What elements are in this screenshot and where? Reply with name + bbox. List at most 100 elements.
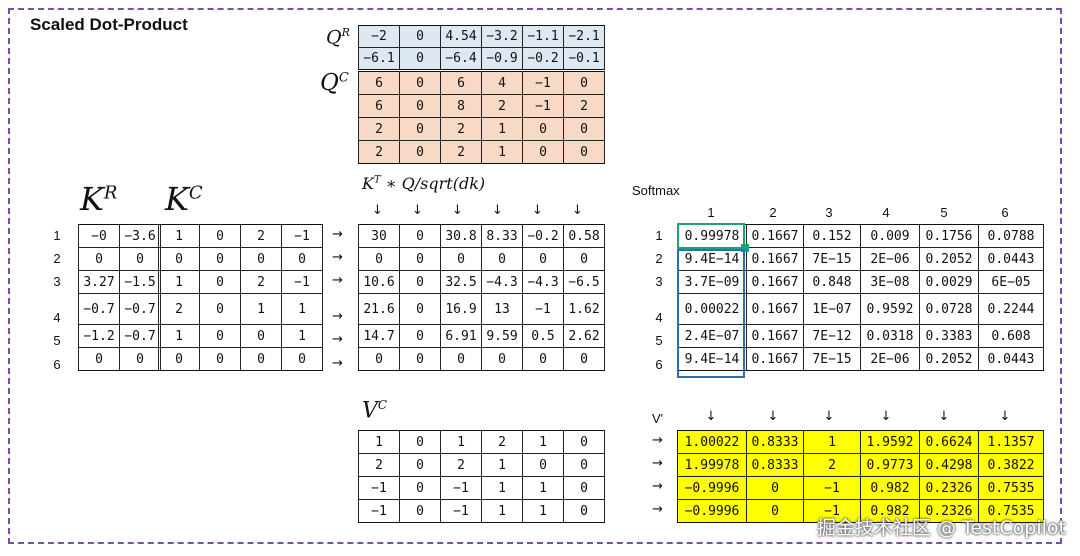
vc-cell: 0 xyxy=(563,476,605,500)
score-cell: 0 xyxy=(399,347,441,371)
down-arrow: ↓ xyxy=(823,409,835,424)
score-cell: 0 xyxy=(522,247,564,271)
kc-cell: −1 xyxy=(281,270,323,294)
softmax-cell: 0.1756 xyxy=(919,224,979,248)
softmax-cell: 0.00022 xyxy=(677,293,747,325)
vc-cell: −1 xyxy=(358,476,400,500)
score-cell: 0 xyxy=(440,347,482,371)
kc-cell: 0 xyxy=(199,324,241,348)
score-cell: 32.5 xyxy=(440,270,482,294)
scores-label: KT ∗ Q/sqrt(dk) xyxy=(362,174,486,193)
vprime-cell: 1.00022 xyxy=(677,430,747,454)
qc-cell: 0 xyxy=(522,140,564,164)
k-row-number: 6 xyxy=(53,357,61,372)
down-arrow: ↓ xyxy=(532,203,543,218)
vc-cell: 0 xyxy=(399,453,441,477)
qr-cell: 4.54 xyxy=(440,25,482,48)
qc-cell: 0 xyxy=(522,117,564,141)
down-arrow: ↓ xyxy=(999,409,1011,424)
softmax-cell: 0.1667 xyxy=(746,224,804,248)
dashed-frame xyxy=(8,8,1062,544)
down-arrow: ↓ xyxy=(705,409,717,424)
kc-cell: 1 xyxy=(240,293,282,325)
vprime-cell: 1.9592 xyxy=(860,430,920,454)
qc-cell: 2 xyxy=(440,140,482,164)
vprime-cell: 0 xyxy=(746,476,804,500)
score-cell: 8.33 xyxy=(481,224,523,248)
qr-cell: −6.4 xyxy=(440,47,482,70)
score-cell: 14.7 xyxy=(358,324,400,348)
softmax-cell: 0.0318 xyxy=(860,324,920,348)
vprime-cell: 0.8333 xyxy=(746,453,804,477)
qc-cell: 0 xyxy=(563,71,605,95)
vprime-cell: 0.982 xyxy=(860,499,920,523)
diagram-title: Scaled Dot-Product xyxy=(30,15,188,34)
qc-cell: 0 xyxy=(399,94,441,118)
softmax-highlight-cell xyxy=(677,223,745,249)
softmax-row-number: 5 xyxy=(655,333,663,348)
kr-cell: 0 xyxy=(119,347,161,371)
score-cell: −0.2 xyxy=(522,224,564,248)
right-arrow: → xyxy=(652,502,663,517)
softmax-row-number: 6 xyxy=(655,357,663,372)
softmax-cell: 0.608 xyxy=(978,324,1044,348)
softmax-cell: 0.0728 xyxy=(919,293,979,325)
qc-cell: 0 xyxy=(563,140,605,164)
score-cell: 10.6 xyxy=(358,270,400,294)
softmax-cell: 0.0788 xyxy=(978,224,1044,248)
qc-cell: 8 xyxy=(440,94,482,118)
score-cell: 30 xyxy=(358,224,400,248)
softmax-cell: 3E−08 xyxy=(860,270,920,294)
qr-cell: −0.9 xyxy=(481,47,523,70)
qc-cell: 2 xyxy=(563,94,605,118)
qr-cell: −0.1 xyxy=(563,47,605,70)
softmax-row-number: 3 xyxy=(655,274,663,289)
right-arrow: → xyxy=(332,227,343,242)
vprime-cell: 0.7535 xyxy=(978,499,1044,523)
watermark: 掘金技术社区 @ TestCopilot xyxy=(816,517,1066,539)
score-cell: 0 xyxy=(399,247,441,271)
vprime-cell: 0.982 xyxy=(860,476,920,500)
softmax-cell: 0.009 xyxy=(860,224,920,248)
qc-cell: 6 xyxy=(440,71,482,95)
vprime-cell: −1 xyxy=(803,499,861,523)
qc-cell: 6 xyxy=(358,94,400,118)
score-cell: 0 xyxy=(522,347,564,371)
down-arrow: ↓ xyxy=(412,203,423,218)
softmax-row-number: 2 xyxy=(655,251,663,266)
softmax-cell: 0.1667 xyxy=(746,293,804,325)
softmax-cell: 1E−07 xyxy=(803,293,861,325)
kc-cell: 2 xyxy=(240,224,282,248)
score-cell: 21.6 xyxy=(358,293,400,325)
qr-cell: −3.2 xyxy=(481,25,523,48)
kc-cell: 0 xyxy=(199,347,241,371)
qr-cell: −6.1 xyxy=(358,47,400,70)
vprime-cell: 0.2326 xyxy=(919,476,979,500)
softmax-cell: 2E−06 xyxy=(860,347,920,371)
vc-cell: −1 xyxy=(358,499,400,523)
vprime-cell: 0.6624 xyxy=(919,430,979,454)
qc-cell: 0 xyxy=(399,140,441,164)
down-arrow: ↓ xyxy=(452,203,463,218)
kr-cell: −0.7 xyxy=(78,293,120,325)
qc-cell: 6 xyxy=(358,71,400,95)
vc-label: VC xyxy=(362,398,388,424)
kc-cell: 0 xyxy=(158,347,200,371)
score-cell: 0 xyxy=(563,247,605,271)
softmax-cell: 0.152 xyxy=(803,224,861,248)
vprime-cell: 0.8333 xyxy=(746,430,804,454)
softmax-column-number: 3 xyxy=(825,205,833,220)
vc-cell: 0 xyxy=(522,453,564,477)
qc-cell: 1 xyxy=(481,117,523,141)
qc-cell: 4 xyxy=(481,71,523,95)
vprime-cell: −0.9996 xyxy=(677,476,747,500)
kc-cell: 1 xyxy=(281,293,323,325)
qc-cell: −1 xyxy=(522,71,564,95)
kr-label: KR xyxy=(80,180,118,218)
softmax-row-number: 1 xyxy=(655,228,663,243)
score-cell: 0 xyxy=(481,347,523,371)
